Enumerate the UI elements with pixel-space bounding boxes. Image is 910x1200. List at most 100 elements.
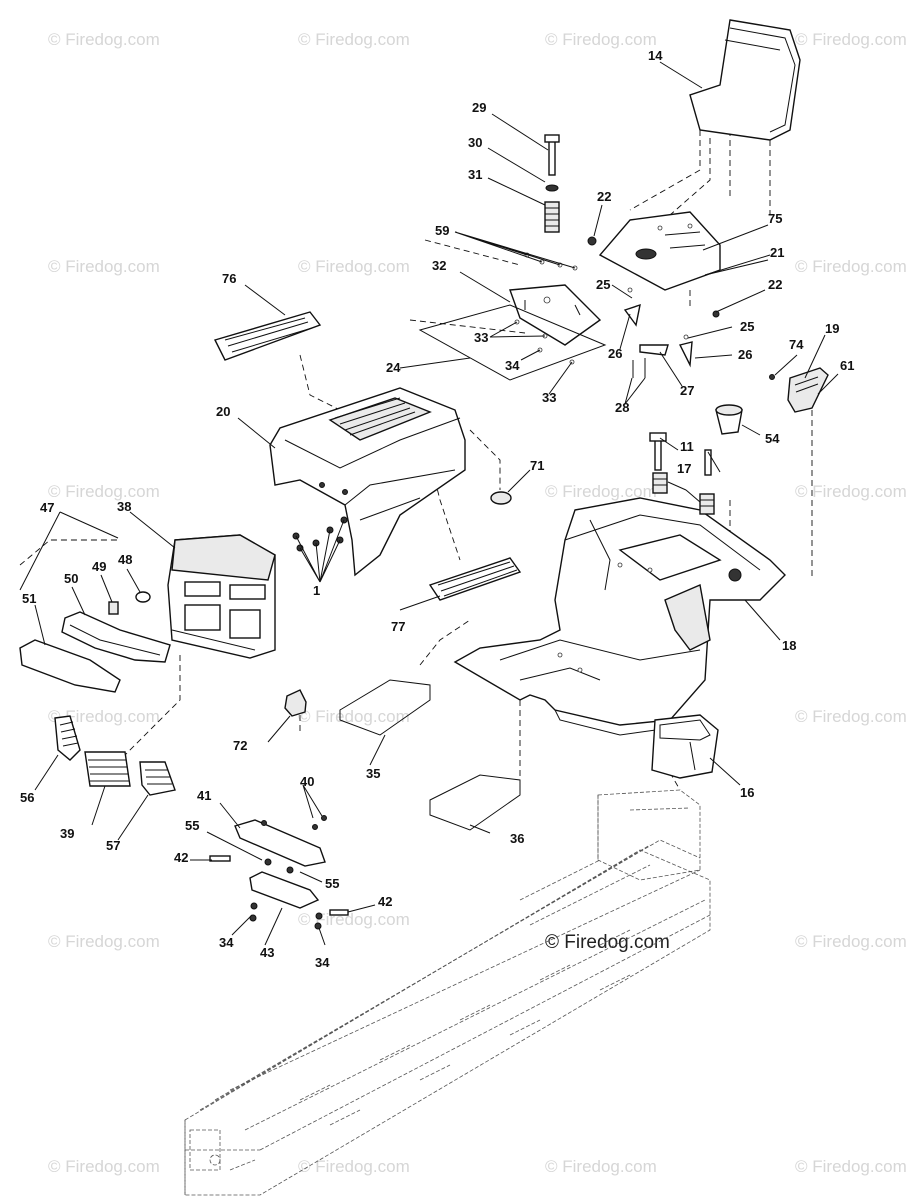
callout-50: 50 bbox=[64, 571, 78, 586]
callout-74: 74 bbox=[789, 337, 804, 352]
watermark: © Firedog.com bbox=[795, 932, 907, 951]
callout-49: 49 bbox=[92, 559, 106, 574]
callout-55: 55 bbox=[185, 818, 199, 833]
watermark: © Firedog.com bbox=[48, 482, 160, 501]
watermark: © Firedog.com bbox=[298, 910, 410, 929]
callout-75: 75 bbox=[768, 211, 782, 226]
callout-14: 14 bbox=[648, 48, 663, 63]
callout-numbers: 14 29 30 31 22 75 59 21 32 76 25 22 25 3… bbox=[20, 48, 854, 970]
callout-71: 71 bbox=[530, 458, 544, 473]
callout-35: 35 bbox=[366, 766, 380, 781]
seat-plate bbox=[418, 304, 607, 381]
watermark: © Firedog.com bbox=[48, 1157, 160, 1176]
seat-pan bbox=[598, 211, 721, 291]
callout-33: 33 bbox=[542, 390, 556, 405]
seat bbox=[689, 19, 801, 141]
cap bbox=[490, 491, 512, 505]
callout-17: 17 bbox=[677, 461, 691, 476]
tray bbox=[651, 714, 719, 779]
callout-11: 11 bbox=[680, 439, 694, 454]
callout-47: 47 bbox=[40, 500, 54, 515]
watermark: © Firedog.com bbox=[298, 30, 410, 49]
leader-lines bbox=[19, 61, 839, 946]
callout-56: 56 bbox=[20, 790, 34, 805]
fender bbox=[453, 497, 786, 736]
callout-30: 30 bbox=[468, 135, 482, 150]
callout-39: 39 bbox=[60, 826, 74, 841]
watermark: © Firedog.com bbox=[298, 1157, 410, 1176]
chassis-frame bbox=[184, 789, 711, 1196]
callout-42: 42 bbox=[174, 850, 188, 865]
watermark: © Firedog.com bbox=[545, 1157, 657, 1176]
bumper-brackets bbox=[209, 815, 349, 930]
fender-springs bbox=[649, 432, 715, 515]
watermark: © Firedog.com bbox=[48, 30, 160, 49]
callout-21: 21 bbox=[770, 245, 784, 260]
hood bbox=[269, 387, 466, 577]
watermark: © Firedog.com bbox=[48, 707, 160, 726]
headlight-assembly bbox=[19, 591, 171, 693]
callout-25: 25 bbox=[740, 319, 754, 334]
callout-57: 57 bbox=[106, 838, 120, 853]
callout-76: 76 bbox=[222, 271, 236, 286]
grille-inserts bbox=[54, 715, 176, 796]
callout-31: 31 bbox=[468, 167, 482, 182]
decal-left bbox=[339, 679, 431, 736]
callout-38: 38 bbox=[117, 499, 131, 514]
callout-19: 19 bbox=[825, 321, 839, 336]
clip bbox=[284, 689, 307, 717]
callout-33: 33 bbox=[474, 330, 488, 345]
bolt-stack bbox=[544, 134, 560, 233]
callout-42: 42 bbox=[378, 894, 392, 909]
callout-34: 34 bbox=[315, 955, 330, 970]
watermark: © Firedog.com bbox=[795, 707, 907, 726]
watermark: © Firedog.com bbox=[795, 1157, 907, 1176]
callout-26: 26 bbox=[738, 347, 752, 362]
callout-1: 1 bbox=[313, 583, 320, 598]
watermark: © Firedog.com bbox=[795, 257, 907, 276]
side-vent-lower bbox=[428, 557, 522, 601]
assembly-lines bbox=[19, 130, 813, 791]
watermark: © Firedog.com bbox=[545, 30, 657, 49]
callout-72: 72 bbox=[233, 738, 247, 753]
callout-32: 32 bbox=[432, 258, 446, 273]
callout-34: 34 bbox=[219, 935, 234, 950]
callout-41: 41 bbox=[197, 788, 211, 803]
watermark-grid: © Firedog.com © Firedog.com © Firedog.co… bbox=[48, 30, 907, 1176]
callout-77: 77 bbox=[391, 619, 405, 634]
callout-24: 24 bbox=[386, 360, 401, 375]
grille-housing bbox=[167, 534, 276, 659]
seat-bracket bbox=[509, 284, 602, 346]
callout-61: 61 bbox=[840, 358, 854, 373]
watermark: © Firedog.com bbox=[298, 707, 410, 726]
callout-55: 55 bbox=[325, 876, 339, 891]
callout-22: 22 bbox=[597, 189, 611, 204]
side-vent-upper bbox=[213, 311, 322, 361]
watermark-center: © Firedog.com bbox=[545, 932, 670, 953]
callout-59: 59 bbox=[435, 223, 449, 238]
callout-36: 36 bbox=[510, 831, 524, 846]
watermark: © Firedog.com bbox=[545, 482, 657, 501]
watermark: © Firedog.com bbox=[795, 30, 907, 49]
callout-22: 22 bbox=[768, 277, 782, 292]
callout-54: 54 bbox=[765, 431, 780, 446]
decal-lower bbox=[429, 774, 521, 831]
callout-28: 28 bbox=[615, 400, 629, 415]
callout-48: 48 bbox=[118, 552, 132, 567]
callout-16: 16 bbox=[740, 785, 754, 800]
watermark: © Firedog.com bbox=[298, 257, 410, 276]
callout-34: 34 bbox=[505, 358, 520, 373]
knob bbox=[715, 404, 743, 435]
pedal bbox=[769, 367, 829, 413]
watermark: © Firedog.com bbox=[795, 482, 907, 501]
callout-29: 29 bbox=[472, 100, 486, 115]
callout-25: 25 bbox=[596, 277, 610, 292]
callout-40: 40 bbox=[300, 774, 314, 789]
callout-26: 26 bbox=[608, 346, 622, 361]
watermark: © Firedog.com bbox=[48, 257, 160, 276]
callout-51: 51 bbox=[22, 591, 36, 606]
watermark: © Firedog.com bbox=[48, 932, 160, 951]
callout-18: 18 bbox=[782, 638, 796, 653]
callout-43: 43 bbox=[260, 945, 274, 960]
